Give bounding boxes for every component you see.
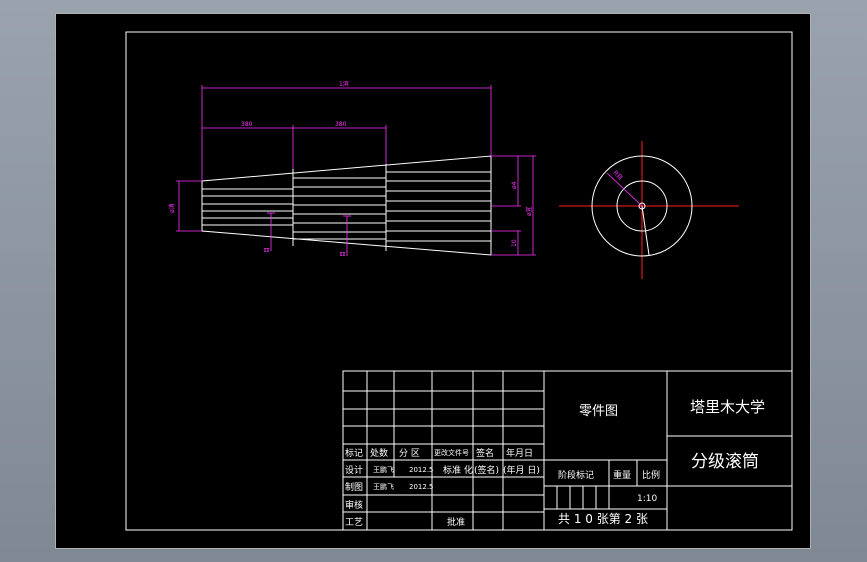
role-process: 工艺 [345, 517, 363, 528]
part-name: 分级滚筒 [691, 452, 759, 472]
designer-name: 王鹏飞 [373, 465, 394, 474]
school-name: 塔里木大学 [690, 398, 765, 416]
dim-gap-1: 目 [264, 247, 271, 253]
dim-right-diameter-top: ø4 [511, 181, 518, 189]
scale-label: 比例 [642, 469, 660, 481]
radius-leader [606, 172, 643, 207]
outer-circle [591, 155, 693, 257]
role-review: 审核 [345, 499, 363, 511]
draw-date: 2012.5 [409, 483, 434, 491]
drawing-sheet: 1滨 380 380 ø消 ø4 ø宜 10 目 目 R目 [55, 13, 811, 549]
date-label: (年月 日) [503, 464, 540, 476]
scale-value: 1:10 [637, 494, 657, 504]
part-type: 零件图 [579, 404, 618, 419]
design-date: 2012.5 [409, 466, 434, 474]
title-block-grid [342, 370, 793, 531]
dim-overall-length: 1滨 [339, 80, 349, 88]
inner-circle [616, 180, 668, 232]
dim-section-2: 380 [335, 121, 347, 128]
rev-header-signature: 签名 [476, 447, 494, 459]
rev-header-zone: 分 区 [399, 448, 420, 459]
rev-header-mark: 标记 [345, 447, 363, 459]
dim-right-small: 10 [511, 239, 518, 247]
dim-gap-2: 目 [340, 251, 347, 257]
sign-label: (签名) [474, 464, 499, 476]
radius-line [641, 205, 650, 256]
standardization-label: 标准 化 [443, 464, 473, 476]
dim-right-diameter-bottom: ø宜 [525, 206, 533, 216]
dim-section-1: 380 [241, 121, 253, 128]
side-view [201, 155, 492, 256]
role-drawing: 制图 [345, 481, 363, 493]
rev-header-count: 处数 [370, 447, 388, 459]
dim-circle-radius: R目 [612, 169, 624, 181]
approve-label: 批准 [447, 516, 465, 528]
section-2-bars [293, 177, 386, 240]
rev-header-doc-no: 更改文件号 [434, 448, 469, 457]
dim-left-diameter: ø消 [168, 203, 176, 213]
drafter-name: 王鹏飞 [373, 482, 394, 491]
weight-label: 重量 [613, 469, 631, 481]
sheet-info: 共 1 0 张第 2 张 [558, 512, 648, 526]
rev-header-date: 年月日 [506, 447, 533, 459]
stage-mark-label: 阶段标记 [558, 469, 594, 481]
section-3-bars [386, 171, 491, 242]
cad-drawing: 1滨 380 380 ø消 ø4 ø宜 10 目 目 R目 [125, 31, 793, 531]
end-view: R目 [559, 141, 739, 279]
dimension-lines [176, 85, 536, 256]
role-design: 设计 [345, 464, 363, 476]
section-1-bars [202, 188, 293, 226]
